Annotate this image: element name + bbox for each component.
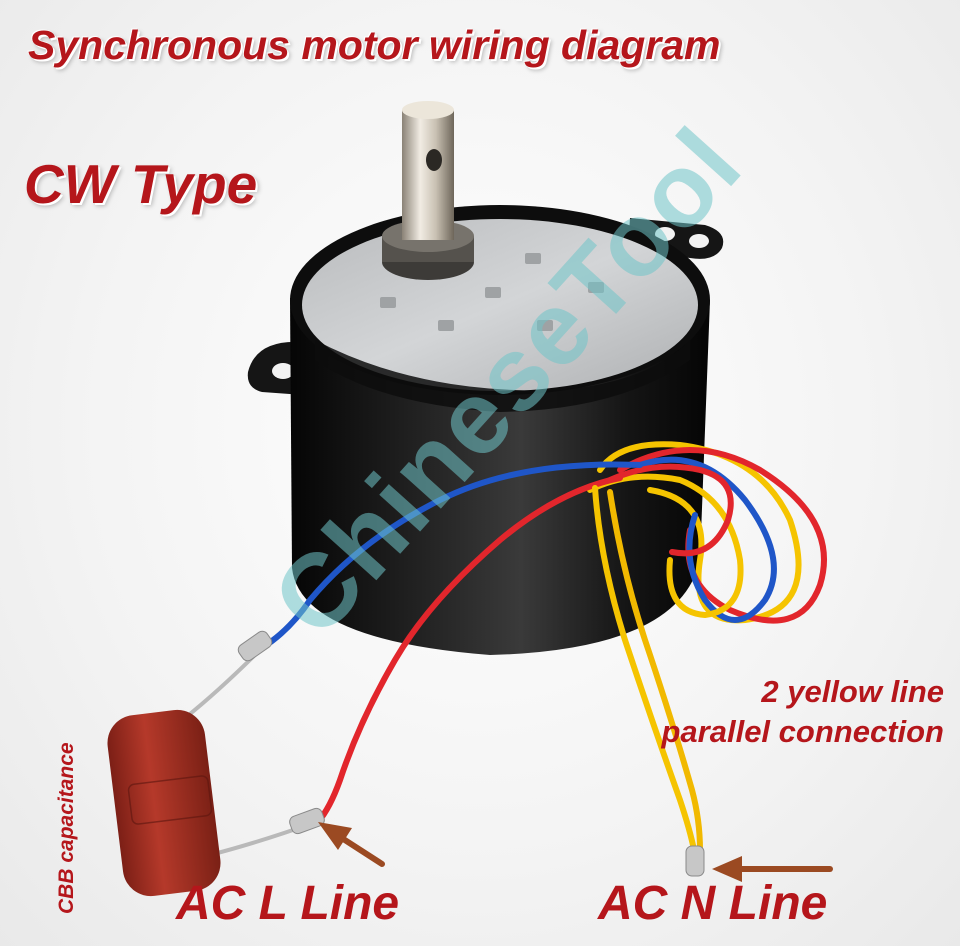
gearbox-rivets	[380, 253, 604, 331]
capacitor-label: CBB capacitance	[55, 742, 78, 914]
wire-joints	[237, 630, 705, 877]
ac-n-line-label: AC N Line	[598, 877, 828, 930]
yellow-wire-2	[607, 489, 703, 853]
ac-l-line-label: AC L Line	[176, 877, 400, 930]
note-line-1: 2 yellow line	[761, 674, 944, 709]
yellow-wire-1	[592, 485, 697, 853]
blue-wire	[259, 461, 643, 651]
wire-bundle	[587, 441, 827, 624]
note-line-2: parallel connection	[661, 714, 944, 749]
red-wire	[315, 475, 623, 825]
output-shaft	[382, 101, 474, 280]
arrow-l-line-icon	[318, 822, 385, 867]
arrow-n-line-icon	[712, 856, 833, 882]
yellow-line-note: 2 yellow line parallel connection	[661, 672, 944, 752]
cbb-capacitor	[107, 709, 221, 897]
diagram-title: Synchronous motor wiring diagram	[28, 22, 721, 68]
rotation-type-label: CW Type	[24, 153, 258, 215]
